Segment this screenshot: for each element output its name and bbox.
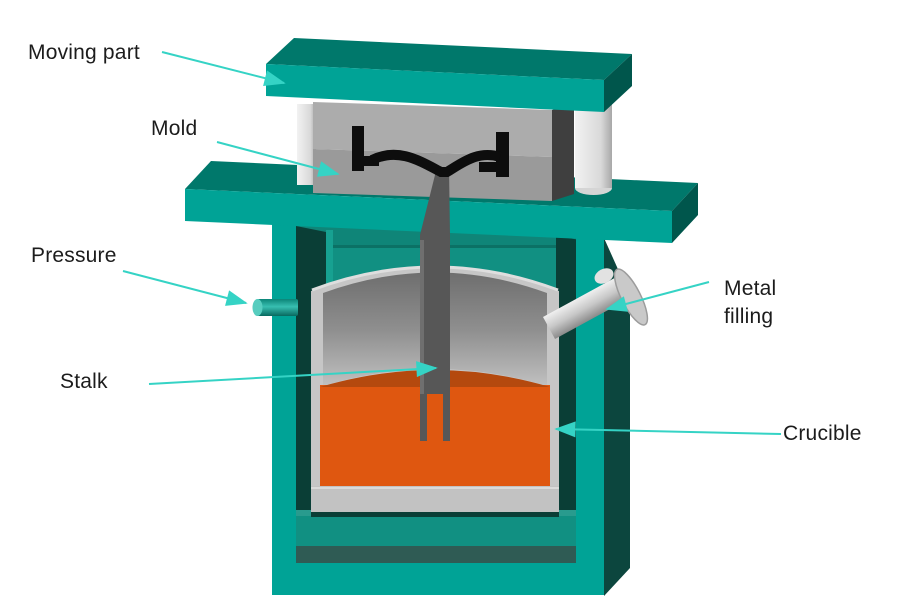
arrow-metal-filling: [605, 281, 710, 312]
arrow-pressure: [122, 270, 248, 306]
furnace-body: [272, 223, 630, 596]
molten-metal: [320, 385, 550, 488]
arrow-mold: [216, 141, 340, 177]
stalk-shape: [420, 167, 450, 441]
label-arrows: [122, 51, 782, 438]
label-stalk: Stalk: [60, 370, 108, 393]
label-pressure: Pressure: [31, 244, 117, 267]
arrow-stalk: [148, 361, 438, 385]
label-mold: Mold: [151, 117, 198, 140]
arrow-moving-part: [161, 51, 286, 86]
pressure-inlet-shape: [252, 299, 298, 316]
label-crucible: Crucible: [783, 422, 862, 445]
mold-cavity-shape: [352, 126, 509, 177]
moving-part-shape: [266, 38, 632, 112]
label-moving-part: Moving part: [28, 41, 140, 64]
label-metal-filling: Metal filling: [724, 277, 777, 329]
metal-filling-spout: [543, 268, 649, 339]
arrow-crucible: [554, 421, 782, 438]
